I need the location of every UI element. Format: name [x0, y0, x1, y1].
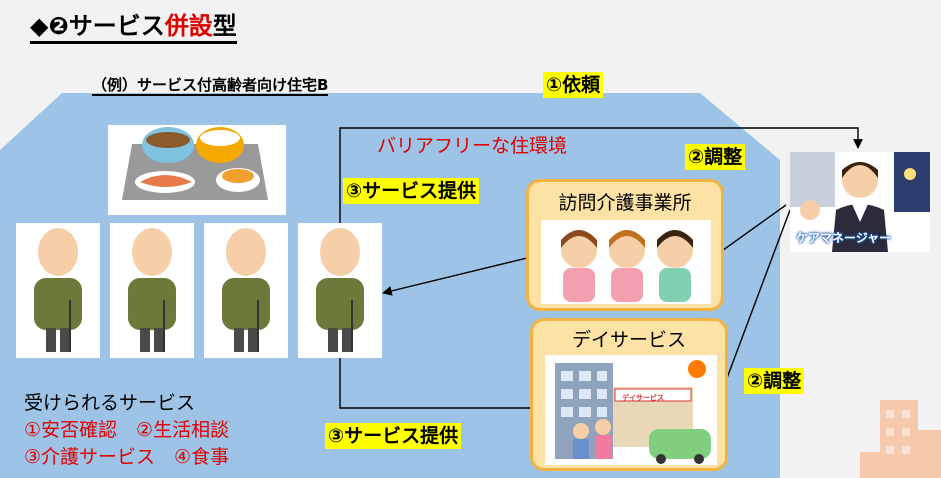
provide-arrow-bottom — [339, 350, 546, 413]
care-manager-icon — [790, 152, 930, 252]
elderly-person-icon — [298, 223, 382, 358]
provide-arrow-top — [382, 257, 528, 296]
example-label: （例）サービス付高齢者向け住宅B — [92, 76, 329, 96]
buildings-icon — [860, 400, 941, 478]
adjust-arrow-top — [711, 204, 787, 259]
elderly-person-icon — [204, 223, 288, 358]
services-row: ①安否確認 ②生活相談 — [24, 419, 230, 441]
services-heading: 受けられるサービス — [24, 392, 196, 414]
services-list: 受けられるサービス ①安否確認 ②生活相談 ③介護サービス ④食事 — [24, 390, 229, 471]
page-title: ◆❷サービス併設型 — [30, 6, 237, 44]
day-service-box: デイサービス デイサービス — [530, 318, 728, 471]
elderly-person-icon — [110, 223, 194, 358]
adjust-label-bottom: ②調整 — [744, 368, 805, 394]
day-service-facility-icon — [545, 355, 717, 465]
adjust-label-top: ②調整 — [685, 144, 746, 170]
visit-care-office-box: 訪問介護事業所 — [526, 179, 724, 311]
visit-care-office-title: 訪問介護事業所 — [558, 192, 692, 214]
caregivers-icon — [541, 220, 711, 304]
care-manager-label: ケアマネージャー — [796, 231, 892, 245]
day-service-title: デイサービス — [571, 329, 686, 351]
day-service-sign: デイサービス — [622, 394, 664, 402]
provide-label-top: ③サービス提供 — [343, 178, 480, 204]
services-row: ③介護サービス ④食事 — [24, 446, 230, 468]
meal-tray-icon — [108, 125, 286, 215]
barrier-free-label: バリアフリーな住環境 — [377, 135, 568, 157]
elderly-person-icon — [16, 223, 100, 358]
provide-label-bottom: ③サービス提供 — [325, 423, 462, 449]
request-arrow — [339, 127, 863, 235]
request-label: ①依頼 — [543, 72, 604, 98]
